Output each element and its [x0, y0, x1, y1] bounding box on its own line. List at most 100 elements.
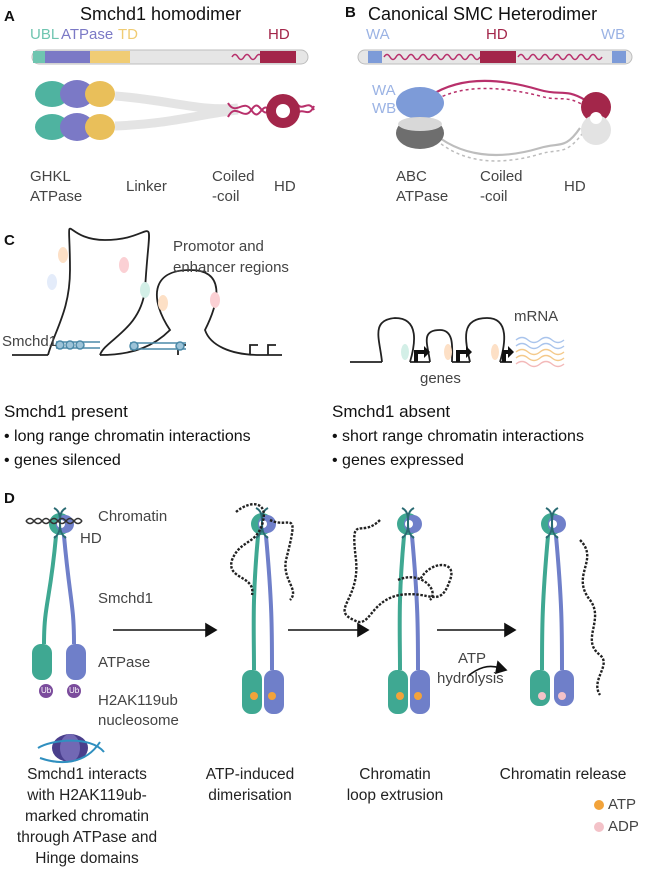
panel-a-letter: A: [4, 8, 15, 25]
nucleosome: [37, 684, 105, 764]
panel-b-heterodimer: [396, 79, 611, 162]
present-bullet-1: • long range chromatin interactions: [4, 428, 251, 445]
panel-a-dimer: [35, 80, 315, 141]
h2ak-label-2: nucleosome: [98, 712, 179, 729]
panel-c-letter: C: [4, 232, 15, 249]
nucleotide-dot: [268, 692, 276, 700]
caption-step2-line: ATP-induced: [205, 766, 295, 783]
wa-segment: [368, 51, 382, 63]
panel-b-domain-bar: [357, 49, 633, 65]
ubl-segment: [33, 51, 45, 63]
caption-step1-line: Hinge domains: [35, 850, 139, 867]
absent-bullet-1: • short range chromatin interactions: [332, 428, 584, 445]
absent-heading: Smchd1 absent: [332, 402, 451, 421]
caption-step4: Chromatin release: [480, 764, 646, 785]
hd-label-d: HD: [80, 530, 102, 547]
atp-hydrolysis-1: ATP: [458, 650, 487, 667]
label-abc-2: ATPase: [396, 188, 449, 205]
ub-tag-1: Ub: [41, 686, 52, 695]
promotor-label-1: Promotor and: [173, 238, 264, 255]
caption-step3-line: loop extrusion: [346, 787, 444, 804]
bar-label-wb: WB: [601, 26, 626, 43]
panel-a-title: Smchd1 homodimer: [80, 4, 242, 24]
bar-label-wa: WA: [366, 26, 390, 43]
wb-segment: [612, 51, 626, 63]
h2ak-label-1: H2AK119ub: [98, 692, 178, 709]
nucleotide-dot: [250, 692, 258, 700]
panel-c-absent-diagram: [350, 317, 565, 368]
ub-tag-2: Ub: [69, 686, 80, 695]
atpase-label-d: ATPase: [98, 654, 151, 671]
smchd1-label-d: Smchd1: [98, 590, 154, 607]
legend-atp: ATP: [608, 796, 637, 813]
head-right: [264, 670, 284, 714]
present-bullet-2: • genes silenced: [4, 452, 121, 469]
head-right: [66, 644, 86, 680]
legend-adp: ADP: [608, 818, 639, 835]
side-label-wb: WB: [372, 100, 397, 117]
caption-step3: Chromatin loop extrusion: [335, 764, 455, 806]
td-segment: [90, 51, 130, 63]
legend-adp-dot: [594, 822, 604, 832]
bar-label-hd-b: HD: [486, 26, 508, 43]
head-right: [410, 670, 430, 714]
label-ghkl-2: ATPase: [30, 188, 83, 205]
step1-chromatin: [25, 517, 83, 525]
head-left: [242, 670, 262, 714]
head-left: [32, 644, 52, 680]
genes-label: genes: [420, 370, 461, 387]
arm-right: [62, 535, 76, 645]
chromatin-label: Chromatin: [98, 508, 168, 525]
bar-label-atpase: ATPase: [61, 26, 114, 43]
arm-left: [251, 535, 260, 671]
arm-right: [410, 535, 420, 671]
atpase-segment: [45, 51, 90, 63]
label-ghkl-1: GHKL: [30, 168, 71, 185]
smchd1-label-c: Smchd1: [2, 333, 58, 350]
caption-step4-line: Chromatin release: [499, 766, 627, 783]
arm-right: [554, 535, 564, 671]
arm-left: [397, 535, 406, 671]
nucleotide-dot: [414, 692, 422, 700]
panel-a-domain-bar: [31, 49, 309, 65]
promotor-label-2: enhancer regions: [173, 259, 289, 276]
present-heading: Smchd1 present: [4, 402, 128, 421]
head-left: [388, 670, 408, 714]
nucleotide-dot: [538, 692, 546, 700]
caption-step1-line: Smchd1 interacts: [27, 766, 147, 783]
panel-d-letter: D: [4, 490, 15, 507]
atp-hydrolysis-2: hydrolysis: [437, 670, 504, 687]
panel-b-letter: B: [345, 4, 356, 21]
label-hd-b: HD: [564, 178, 586, 195]
caption-step2-line: dimerisation: [208, 787, 292, 804]
nucleotide-dot: [558, 692, 566, 700]
label-coiled-b-2: -coil: [480, 188, 508, 205]
label-hd-a: HD: [274, 178, 296, 195]
panel-c-regions: [47, 247, 220, 351]
label-coiled-1: Coiled: [212, 168, 255, 185]
absent-bullet-2: • genes expressed: [332, 452, 464, 469]
label-coiled-b-1: Coiled: [480, 168, 523, 185]
label-linker: Linker: [126, 178, 167, 195]
bar-label-hd: HD: [268, 26, 290, 43]
caption-step1-line: marked chromatin: [24, 808, 150, 825]
panel-c-present-diagram: [12, 227, 282, 356]
caption-step2: ATP-induced dimerisation: [190, 764, 310, 806]
nucleotide-dot: [396, 692, 404, 700]
hd-segment-b: [480, 51, 516, 63]
arm-left: [42, 535, 58, 645]
caption-step3-line: Chromatin: [359, 766, 431, 783]
caption-step1: Smchd1 interacts with H2AK119ub- marked …: [2, 764, 172, 869]
head-right: [554, 670, 574, 706]
label-coiled-2: -coil: [212, 188, 240, 205]
legend-atp-dot: [594, 800, 604, 810]
label-abc-1: ABC: [396, 168, 427, 185]
side-label-wa: WA: [372, 82, 396, 99]
head-left: [530, 670, 550, 706]
caption-step1-line: through ATPase and: [16, 829, 158, 846]
extruded-chromatin: [230, 503, 605, 696]
caption-step1-line: with H2AK119ub-: [27, 787, 147, 804]
hd-segment: [260, 51, 296, 63]
panel-d-arrows: [113, 622, 517, 677]
